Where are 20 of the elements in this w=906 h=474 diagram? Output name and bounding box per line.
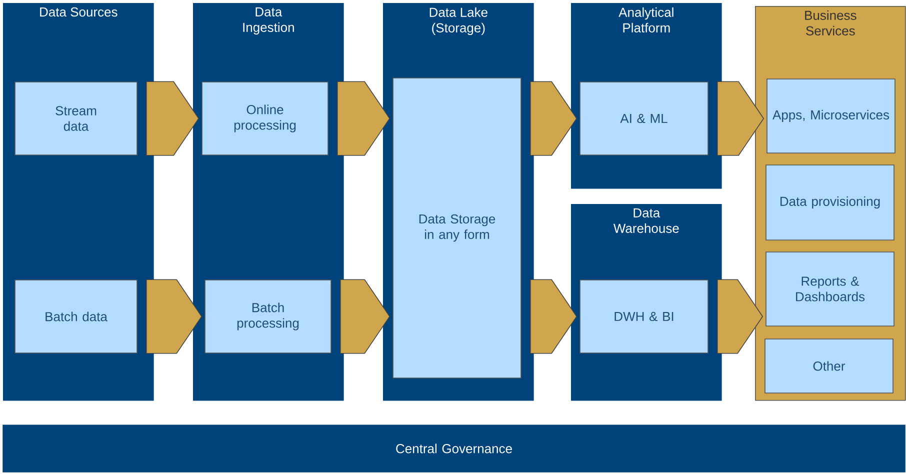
arrow bbox=[717, 81, 764, 156]
process-box: AI & ML bbox=[580, 82, 708, 156]
arrow bbox=[717, 279, 764, 354]
arrow bbox=[146, 279, 202, 354]
arrow bbox=[146, 81, 200, 156]
process-box: Data Storage in any form bbox=[392, 78, 522, 378]
governance-bar: Central Governance bbox=[2, 424, 906, 472]
process-box: Batch data bbox=[14, 280, 138, 354]
arrow bbox=[337, 81, 390, 156]
process-box: Data provisioning bbox=[766, 164, 894, 240]
process-box: Apps, Microservices bbox=[766, 78, 896, 154]
process-box: Stream data bbox=[14, 82, 138, 156]
process-box: DWH & BI bbox=[580, 280, 708, 354]
arrow bbox=[340, 279, 390, 354]
process-box: Reports & Dashboards bbox=[766, 252, 894, 326]
arrow bbox=[530, 81, 578, 156]
process-box: Other bbox=[764, 338, 894, 394]
arrow bbox=[530, 279, 578, 354]
process-box: Online processing bbox=[202, 82, 328, 156]
process-box: Batch processing bbox=[204, 280, 332, 354]
